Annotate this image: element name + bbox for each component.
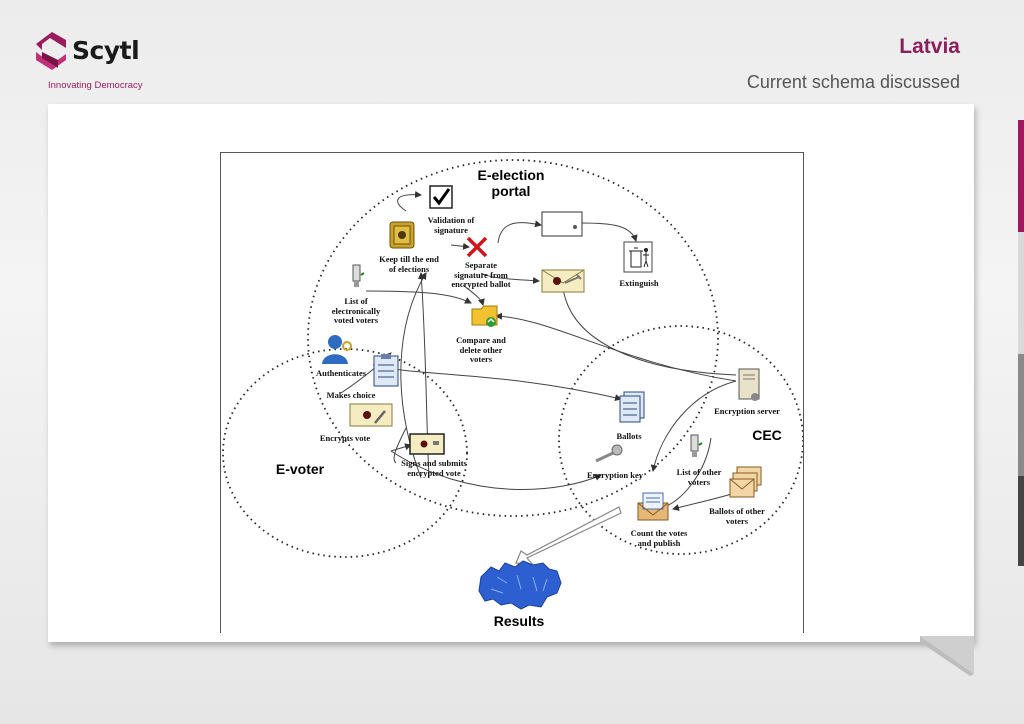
brand-tagline: Innovating Democracy [48,80,143,91]
envelope-icon [541,211,583,237]
server-icon [738,368,760,401]
voter-region-circle [222,348,468,558]
label-separate: Separate signature from encrypted ballot [451,260,511,290]
safe-icon [389,221,415,249]
flow-arrows [340,191,742,511]
label-encryption-server: Encryption server [714,406,780,416]
region-portal-label: E-election portal [477,167,545,200]
label-encrypts: Encrypts vote [319,433,371,443]
red-x-icon [466,236,488,258]
side-accent-light [1018,232,1024,354]
latvia-map-icon [478,560,562,610]
checkbox-icon [429,185,453,209]
envelopes-stack-icon [729,466,762,498]
label-encryption-key: Encryption key [587,470,643,480]
trash-bin-icon [623,241,653,273]
diagram-canvas [222,159,803,566]
side-accent-dark [1018,476,1024,566]
label-count: Count the votes and publish [630,528,688,548]
ballots-icon [619,391,645,423]
label-keep: Keep till the end of elections [379,254,439,274]
label-validation: Validation of signature [427,215,475,235]
page-curl [920,636,974,676]
clipboard-icon [373,354,399,387]
sealed-envelope-icon [541,269,585,293]
cec-region-circle [558,325,803,555]
label-makes-choice: Makes choice [326,390,376,400]
side-accent-gray [1018,354,1024,476]
portal-region-circle [307,159,719,517]
label-ballots-other: Ballots of other voters [709,506,765,526]
region-voter-label: E-voter [275,461,325,477]
region-cec-label: CEC [752,427,782,443]
label-authenticates: Authenticates [315,368,367,378]
brand-name: Scytl [72,36,140,65]
voting-schema-diagram: E-election portal E-voter CEC Results Va… [220,152,804,633]
slide-subtitle: Current schema discussed [746,72,960,92]
label-compare: Compare and delete other voters [456,335,506,365]
encrypt-envelope-icon [349,403,393,427]
scytl-logo: Scytl Innovating Democracy [34,30,154,96]
slide-title: Latvia [899,35,960,58]
label-list-electronic: List of electronically voted voters [331,296,381,326]
results-arrow [515,506,622,566]
label-signs: Signs and submits encrypted vote [401,458,467,478]
side-accent-magenta [1018,120,1024,232]
submit-envelope-icon [409,433,445,455]
user-icon [322,335,352,364]
region-results-label: Results [493,613,545,629]
label-list-other: List of other voters [676,467,722,487]
open-envelope-icon [637,492,669,521]
label-extinguish: Extinguish [619,278,659,288]
usb-token-icon-cec [690,434,703,457]
usb-token-icon [352,264,365,287]
key-icon [595,444,623,463]
label-ballots: Ballots [616,431,642,441]
folder-icon [471,305,498,327]
scytl-logo-mark-icon [36,32,66,70]
